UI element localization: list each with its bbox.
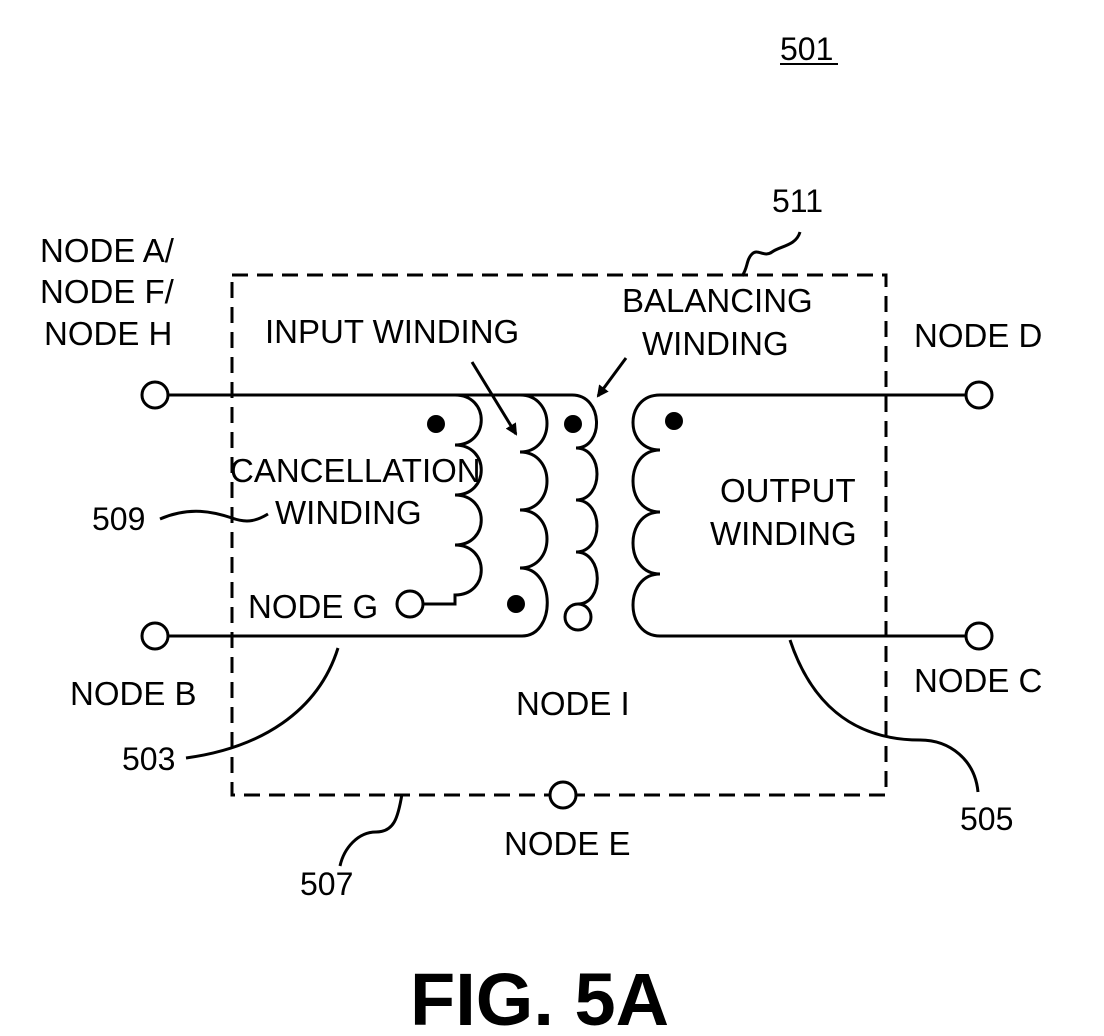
label-node-i: NODE I [516,685,630,722]
output-dot [665,412,683,430]
label-node-b: NODE B [70,675,197,712]
terminal-node-g [397,591,423,617]
ref-503: 503 [122,741,175,777]
label-balancing-1: BALANCING [622,282,813,319]
label-node-h: NODE H [44,315,172,352]
figure-number: 501 [780,31,833,67]
balancing-winding-arrow [598,358,626,396]
label-output-1: OUTPUT [720,472,856,509]
leader-511 [742,232,800,276]
ref-507: 507 [300,866,353,902]
terminal-node-i [565,604,591,630]
input-winding-arrow [472,362,516,434]
input-dot [507,595,525,613]
terminal-node-d [966,382,992,408]
input-winding [520,395,547,636]
ref-509: 509 [92,501,145,537]
label-input-winding: INPUT WINDING [265,313,519,350]
label-balancing-2: WINDING [642,325,789,362]
terminal-node-c [966,623,992,649]
label-node-c: NODE C [914,662,1042,699]
cancellation-dot [427,415,445,433]
figure-caption: FIG. 5A [410,958,669,1036]
label-node-d: NODE D [914,317,1042,354]
label-cancellation-1: CANCELLATION [230,452,481,489]
terminal-node-a [142,382,168,408]
terminal-node-e [550,782,576,808]
label-node-f: NODE F/ [40,273,175,310]
leader-509 [160,511,268,521]
label-output-2: WINDING [710,515,857,552]
balancing-dot [564,415,582,433]
label-cancellation-2: WINDING [275,494,422,531]
ref-505: 505 [960,801,1013,837]
leader-507 [340,794,402,866]
label-node-a: NODE A/ [40,232,175,269]
ref-511: 511 [772,183,823,219]
label-node-e: NODE E [504,825,631,862]
terminal-node-b [142,623,168,649]
label-node-g: NODE G [248,588,378,625]
leader-503 [186,648,338,758]
